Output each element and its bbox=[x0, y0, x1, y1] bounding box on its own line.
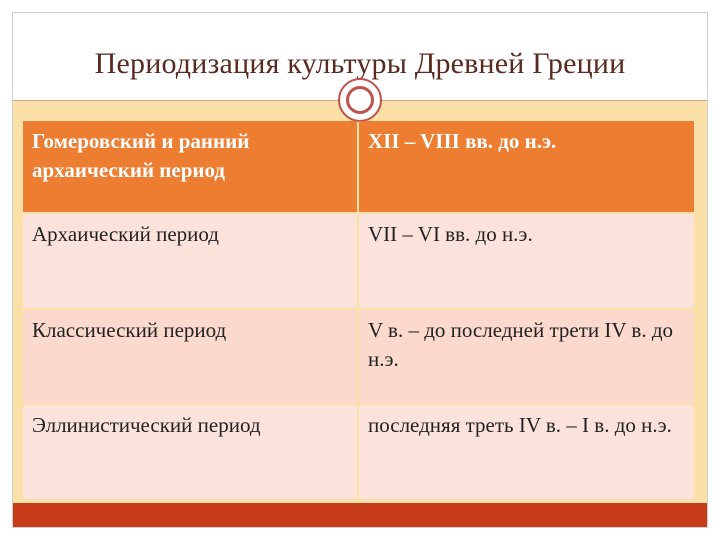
table-cell-period: Гомеровский и ранний архаический период bbox=[23, 121, 357, 212]
table-row: Архаический период VII – VI вв. до н.э. bbox=[23, 214, 694, 308]
table-cell-period: Классический период bbox=[23, 310, 357, 403]
table-row: Эллинистический период последняя треть I… bbox=[23, 405, 694, 499]
table-cell-dates: V в. – до последней трети IV в. до н.э. bbox=[359, 310, 694, 403]
slide-title: Периодизация культуры Древней Греции bbox=[94, 47, 626, 80]
table-row: Классический период V в. – до последней … bbox=[23, 310, 694, 403]
table-cell-period: Эллинистический период bbox=[23, 405, 357, 499]
table-header-row: Гомеровский и ранний архаический период … bbox=[23, 121, 694, 212]
bottom-accent-bar bbox=[13, 503, 707, 527]
circle-ornament-icon bbox=[338, 78, 382, 122]
table-cell-period: Архаический период bbox=[23, 214, 357, 308]
table-cell-dates: последняя треть IV в. – I в. до н.э. bbox=[359, 405, 694, 499]
periodization-table: Гомеровский и ранний архаический период … bbox=[23, 121, 694, 499]
circle-ornament-inner bbox=[346, 86, 374, 114]
table-cell-dates: XII – VIII вв. до н.э. bbox=[359, 121, 694, 212]
table-cell-dates: VII – VI вв. до н.э. bbox=[359, 214, 694, 308]
